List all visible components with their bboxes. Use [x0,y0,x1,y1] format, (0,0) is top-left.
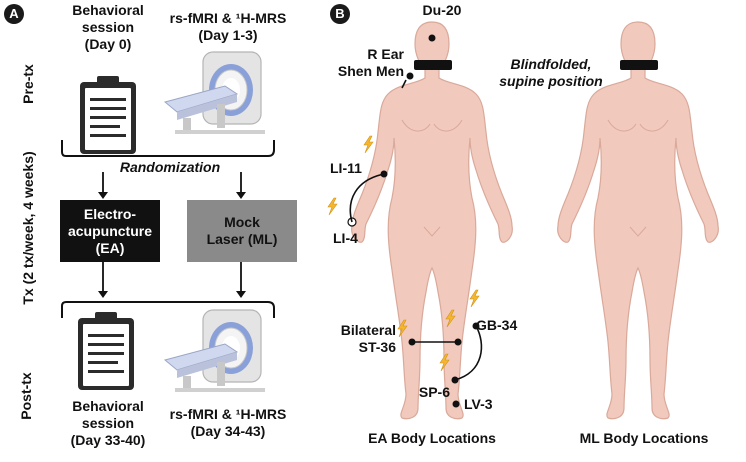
ea-treatment-box: Electro- acupuncture (EA) [60,200,160,262]
clipboard-icon-post [78,312,134,390]
li4-label: LI-4 [333,230,358,246]
scanner-icon-post [164,309,266,393]
ea-body-caption: EA Body Locations [368,430,496,446]
post-scan-label: rs-fMRI & ¹H-MRS (Day 34-43) [169,406,287,439]
ml-treatment-box: Mock Laser (ML) [187,200,297,262]
pre-behavioral-label: Behavioral session (Day 0) [72,2,144,52]
li11-label: LI-11 [330,160,362,176]
gb34-label: GB-34 [476,317,518,333]
ear-shenmen-label: R Ear Shen Men [337,46,404,79]
blindfolded-note: Blindfolded, supine position [499,56,603,89]
pre-bracket [61,140,275,157]
tx-label: Tx (2 tx/week, 4 weeks) [20,151,36,305]
st36-label: Bilateral ST-36 [340,322,396,355]
lv3-label: LV-3 [464,396,493,412]
ml-body-caption: ML Body Locations [579,430,709,446]
du20-label: Du-20 [422,2,462,18]
electrode-leads [349,79,483,381]
clipboard-icon-pre [80,76,136,154]
post-bracket [61,301,275,318]
ml-blindfold [620,60,658,70]
ea-blindfold [414,60,452,70]
post-tx-label: Post-tx [18,372,34,420]
pre-tx-label: Pre-tx [20,64,36,104]
randomization-label: Randomization [119,159,221,175]
panel-b-badge: B [330,4,350,24]
post-behavioral-label: Behavioral session (Day 33-40) [70,398,146,448]
pre-scan-label: rs-fMRI & ¹H-MRS (Day 1-3) [169,10,287,43]
scanner-icon-pre [164,51,266,135]
sp6-label: SP-6 [418,384,450,400]
panel-a-badge: A [4,4,24,24]
